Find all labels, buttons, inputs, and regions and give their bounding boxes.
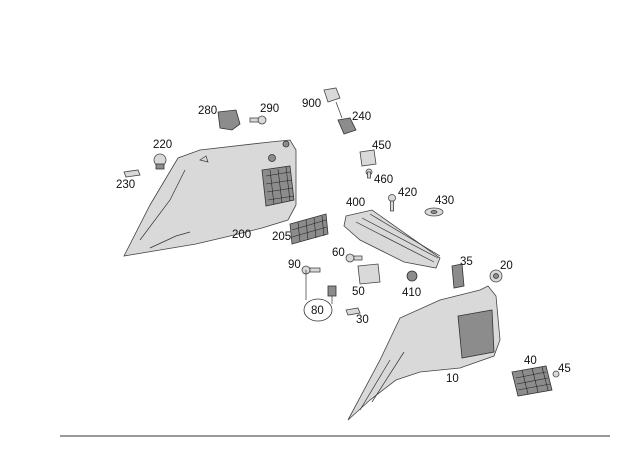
clip-45 (552, 370, 560, 378)
bumper-450 (359, 149, 377, 167)
callout-460: 460 (374, 174, 393, 186)
plate-50 (357, 263, 381, 285)
callout-20: 20 (500, 260, 513, 272)
screw-90 (301, 265, 321, 275)
callout-220: 220 (153, 139, 172, 151)
screw-60 (345, 253, 363, 263)
cargo-net-loose (289, 213, 329, 245)
clip-410 (406, 270, 418, 282)
callout-240: 240 (352, 111, 371, 123)
callout-200: 200 (232, 229, 251, 241)
sill-cover-400 (343, 209, 441, 269)
bracket-280 (217, 109, 241, 131)
screw-290 (249, 115, 267, 125)
bolt-420 (388, 194, 396, 212)
callout-420: 420 (398, 187, 417, 199)
callout-35: 35 (460, 256, 473, 268)
callout-450: 450 (372, 140, 391, 152)
callout-60: 60 (332, 247, 345, 259)
clip-30 (345, 307, 361, 316)
callout-90: 90 (288, 259, 301, 271)
nut-80 (303, 270, 337, 322)
callout-410: 410 (402, 287, 421, 299)
callout-45: 45 (558, 363, 571, 375)
clip-220 (153, 153, 167, 170)
callout-430: 430 (435, 195, 454, 207)
callout-80: 80 (311, 305, 324, 317)
retainer-240 (337, 117, 357, 135)
mat-40 (511, 365, 553, 397)
callout-10: 10 (446, 373, 459, 385)
callout-50: 50 (352, 286, 365, 298)
callout-230: 230 (116, 179, 135, 191)
callout-labels: 280 290 900 240 220 230 450 460 420 400 … (116, 98, 571, 385)
right-quarter-trim-panel (347, 285, 501, 421)
callout-30: 30 (356, 314, 369, 326)
callout-205: 205 (272, 231, 291, 243)
callout-40: 40 (524, 355, 537, 367)
grommet-20 (489, 269, 503, 283)
clip-230 (123, 169, 141, 178)
cargo-net-left (261, 165, 295, 207)
clip-900 (323, 87, 343, 119)
callout-280: 280 (198, 105, 217, 117)
hook-35 (451, 263, 465, 289)
clip-430 (424, 207, 444, 217)
callout-900: 900 (302, 98, 321, 110)
screw-460 (365, 168, 373, 179)
callout-290: 290 (260, 103, 279, 115)
left-quarter-trim-panel (123, 139, 297, 257)
callout-400: 400 (346, 197, 365, 209)
